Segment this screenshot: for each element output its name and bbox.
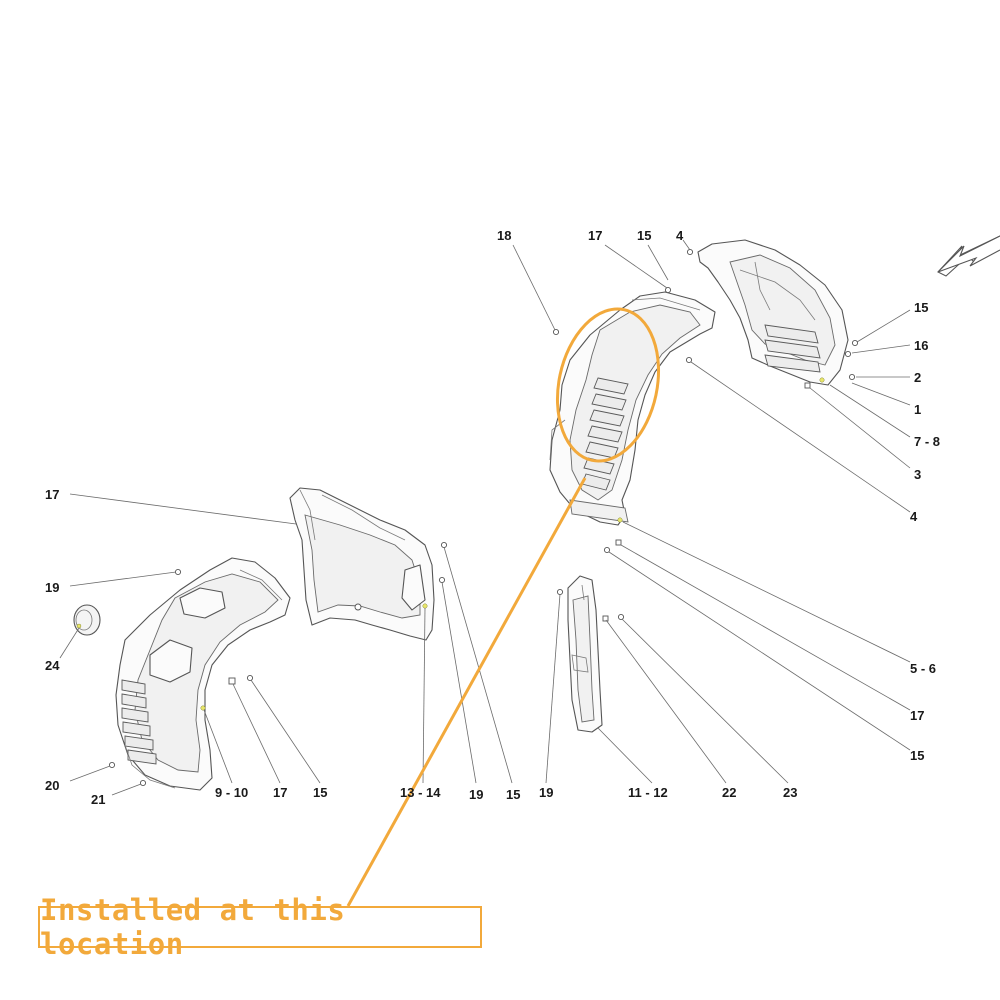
part-upper-liner (289, 487, 435, 641)
callout-1: 1 (914, 402, 921, 417)
callout-15a: 15 (637, 228, 651, 243)
callout-13-14: 13 - 14 (400, 785, 441, 800)
callout-17b: 17 (910, 708, 924, 723)
callout-18a: 18 (497, 228, 511, 243)
part-left-vented-liner (115, 557, 291, 791)
callout-17a: 17 (588, 228, 602, 243)
callout-19b: 19 (469, 787, 483, 802)
callout-17c: 17 (45, 487, 59, 502)
arrow-icon (937, 235, 1000, 277)
part-rear-vented-liner (697, 239, 849, 386)
callout-23: 23 (783, 785, 797, 800)
fastener-set (108, 248, 859, 787)
callout-11-12: 11 - 12 (628, 785, 668, 800)
callout-19c: 19 (539, 785, 553, 800)
callout-20: 20 (45, 778, 59, 793)
callout-19a: 19 (45, 580, 59, 595)
callout-4b: 4 (910, 509, 918, 524)
grommet-part (73, 604, 101, 636)
part-front-vented-liner (549, 291, 716, 526)
callout-5-6: 5 - 6 (910, 661, 936, 676)
callout-15b: 15 (914, 300, 928, 315)
callout-4a: 4 (676, 228, 684, 243)
callout-9-10: 9 - 10 (215, 785, 248, 800)
callout-labels: 18 17 15 4 15 16 2 1 7 - 8 3 4 5 - 6 17 … (45, 228, 940, 807)
callout-7-8: 7 - 8 (914, 434, 940, 449)
callout-16: 16 (914, 338, 928, 353)
installed-location-note: Installed at this location (38, 893, 482, 961)
callout-15e: 15 (506, 787, 520, 802)
part-side-bracket (567, 575, 603, 733)
callout-17d: 17 (273, 785, 287, 800)
callout-21: 21 (91, 792, 105, 807)
callout-22: 22 (722, 785, 736, 800)
location-highlight (346, 307, 661, 907)
callout-24: 24 (45, 658, 60, 673)
leader-lines (59, 239, 911, 796)
callout-2: 2 (914, 370, 921, 385)
callout-3: 3 (914, 467, 921, 482)
callout-15c: 15 (910, 748, 924, 763)
callout-15d: 15 (313, 785, 327, 800)
